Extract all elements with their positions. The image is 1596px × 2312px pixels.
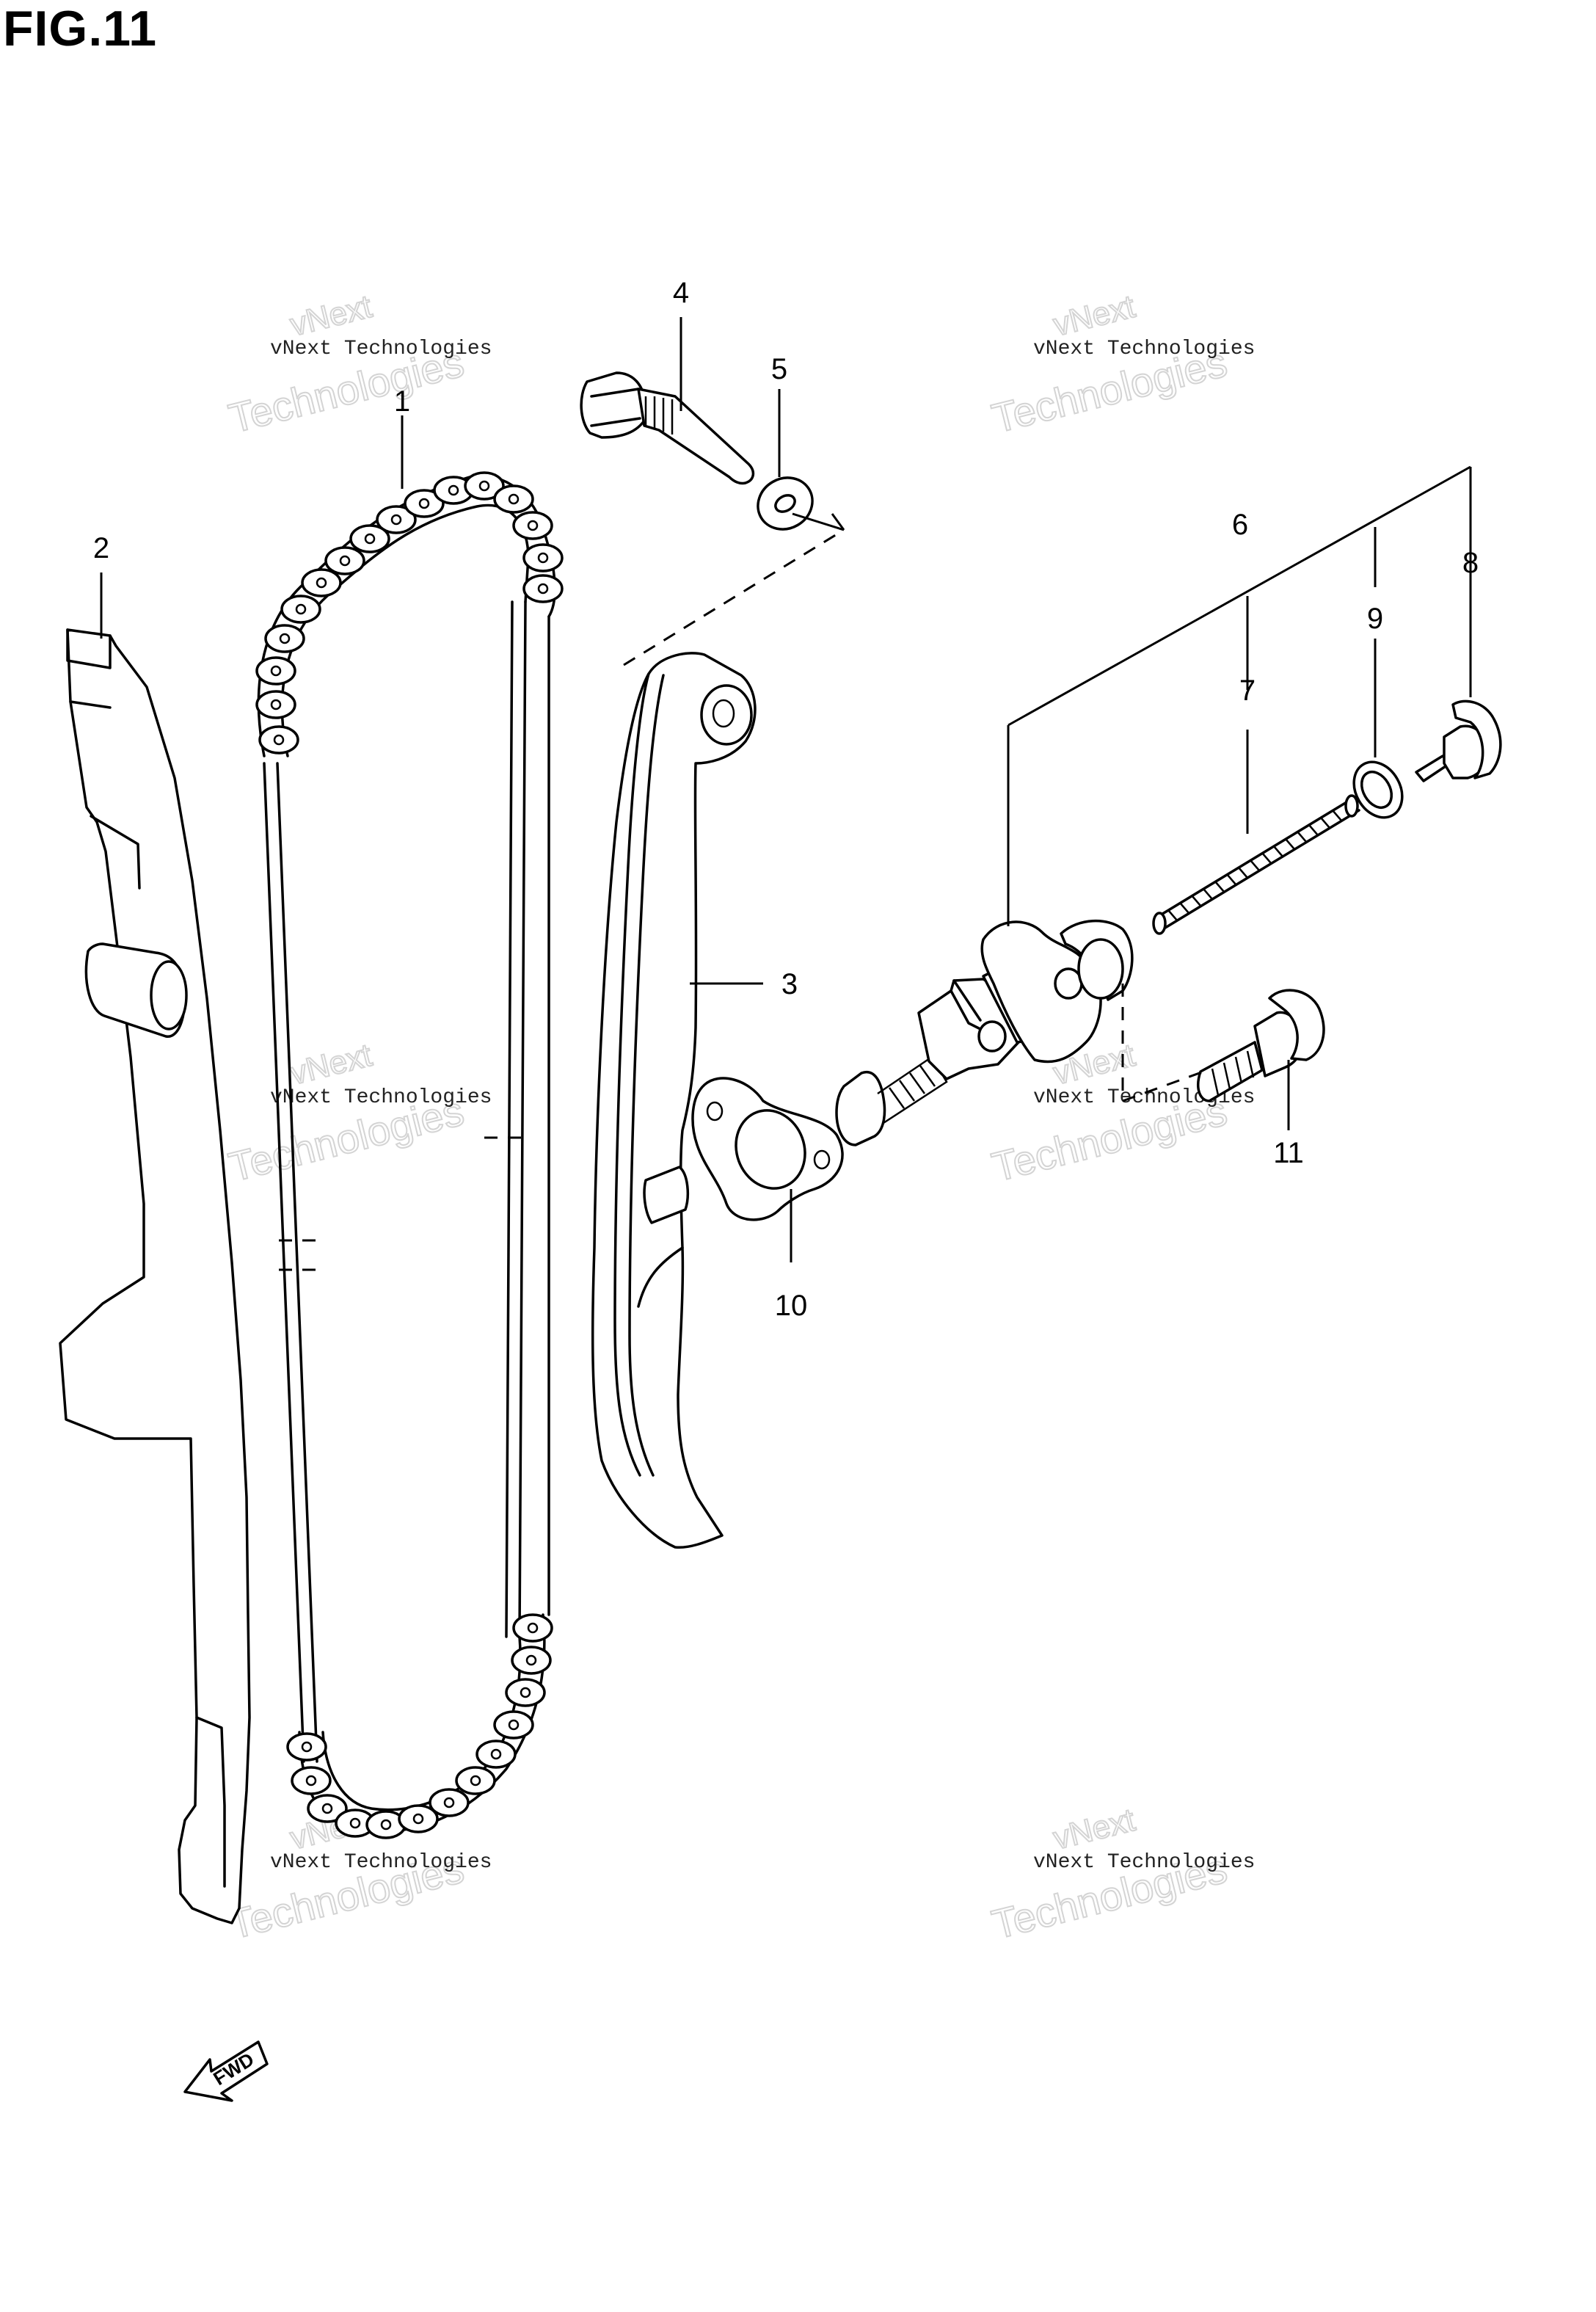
part-7-spring xyxy=(1152,794,1360,935)
part-5-washer xyxy=(757,476,814,531)
watermark-top-right: vNext Technologies vNext Technologies xyxy=(987,288,1256,443)
watermark-top-left: vNext Technologies vNext Technologies xyxy=(224,288,492,443)
watermark-small-text: vNext Technologies xyxy=(270,338,492,360)
leader-lines xyxy=(100,317,1472,1262)
part-4-bolt xyxy=(580,371,755,485)
part-9-o-ring xyxy=(1352,760,1404,819)
part-6-tensioner-body xyxy=(835,920,1134,1146)
callout-9: 9 xyxy=(1367,603,1383,635)
part-1-cam-chain xyxy=(255,471,564,1839)
watermark-middle-left: vNext Technologies vNext Technologies xyxy=(224,1036,492,1191)
watermark-bottom-right: vNext Technologies vNext Technologies xyxy=(987,1801,1256,1949)
callout-6: 6 xyxy=(1232,509,1248,541)
part-3-tensioner-arm xyxy=(591,652,757,1549)
callout-10: 10 xyxy=(775,1290,808,1322)
watermark-small-text: vNext Technologies xyxy=(270,1086,492,1109)
part-11-bolt xyxy=(1197,989,1325,1102)
watermark-small-text: vNext Technologies xyxy=(270,1851,492,1874)
callout-5: 5 xyxy=(771,353,787,385)
part-2-chain-guide xyxy=(59,628,251,1924)
part-8-plug-bolt xyxy=(1415,699,1502,782)
watermark-top-word: vNext xyxy=(287,1037,376,1092)
watermark-middle-right: vNext Technologies vNext Technologies xyxy=(987,1036,1256,1191)
watermark-top-word: vNext xyxy=(1050,1802,1139,1857)
callout-labels: 1 2 3 4 5 6 7 8 9 10 11 xyxy=(93,277,1479,1322)
callout-1: 1 xyxy=(394,385,410,418)
fwd-arrow-icon: FWD xyxy=(183,2040,269,2102)
figure-title: FIG.11 xyxy=(3,1,158,57)
watermark-top-word: vNext xyxy=(1050,288,1139,343)
watermark-small-text: vNext Technologies xyxy=(1033,338,1255,360)
callout-3: 3 xyxy=(781,968,798,1000)
watermark-small-text: vNext Technologies xyxy=(1033,1851,1255,1874)
callout-8: 8 xyxy=(1462,547,1479,579)
part-10-gasket xyxy=(691,1077,844,1221)
callout-7: 7 xyxy=(1239,675,1256,707)
callout-4: 4 xyxy=(673,277,689,309)
callout-2: 2 xyxy=(93,532,109,564)
watermark-top-word: vNext xyxy=(287,288,376,343)
callout-11: 11 xyxy=(1273,1137,1304,1169)
